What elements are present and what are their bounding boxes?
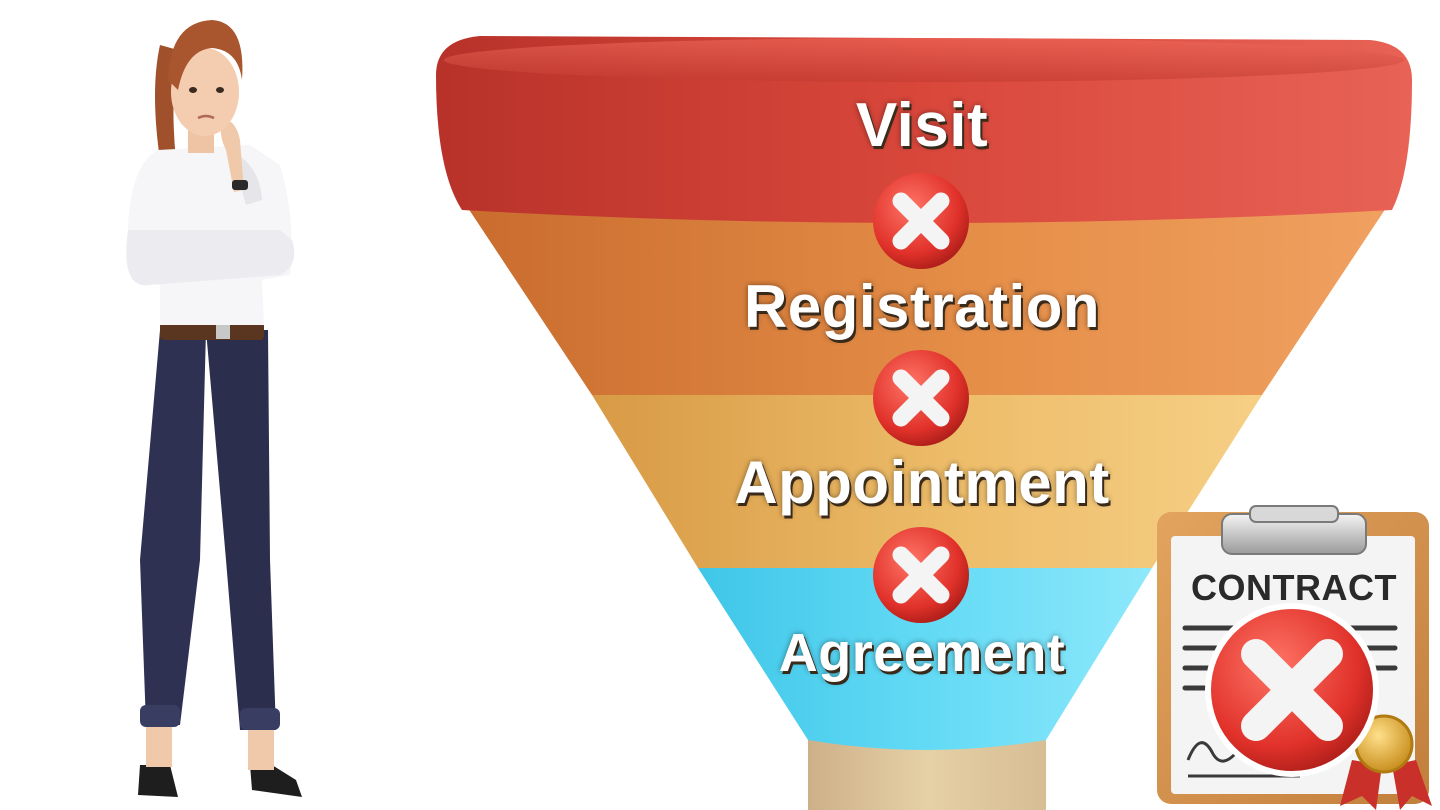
funnel-stem: [808, 740, 1046, 810]
thinking-woman-illustration: [126, 20, 302, 797]
right-leg: [206, 330, 276, 730]
x-circle-icon: [873, 350, 969, 446]
stage-label-agreement: Agreement: [778, 623, 1066, 683]
left-shoe: [138, 765, 178, 797]
stage-label-visit: Visit: [855, 91, 989, 160]
funnel: [436, 36, 1412, 810]
stage-label-registration: Registration: [743, 273, 1101, 340]
left-leg: [140, 330, 206, 725]
contract-title: CONTRACT: [1191, 567, 1397, 608]
right-shoe: [250, 765, 302, 797]
funnel-stage-registration: [466, 205, 1388, 395]
funnel-stage-agreement: [698, 568, 1152, 750]
x-circle-icon: [1205, 603, 1379, 777]
x-circle-icon: [873, 527, 969, 623]
face: [171, 48, 239, 136]
belt: [160, 322, 264, 340]
x-circle-icon: [873, 173, 969, 269]
award-ribbon-icon: [1340, 714, 1432, 810]
funnel-stage-appointment: [592, 395, 1262, 568]
funnel-stage-visit: [436, 36, 1412, 223]
stage-label-appointment: Appointment: [734, 449, 1110, 516]
